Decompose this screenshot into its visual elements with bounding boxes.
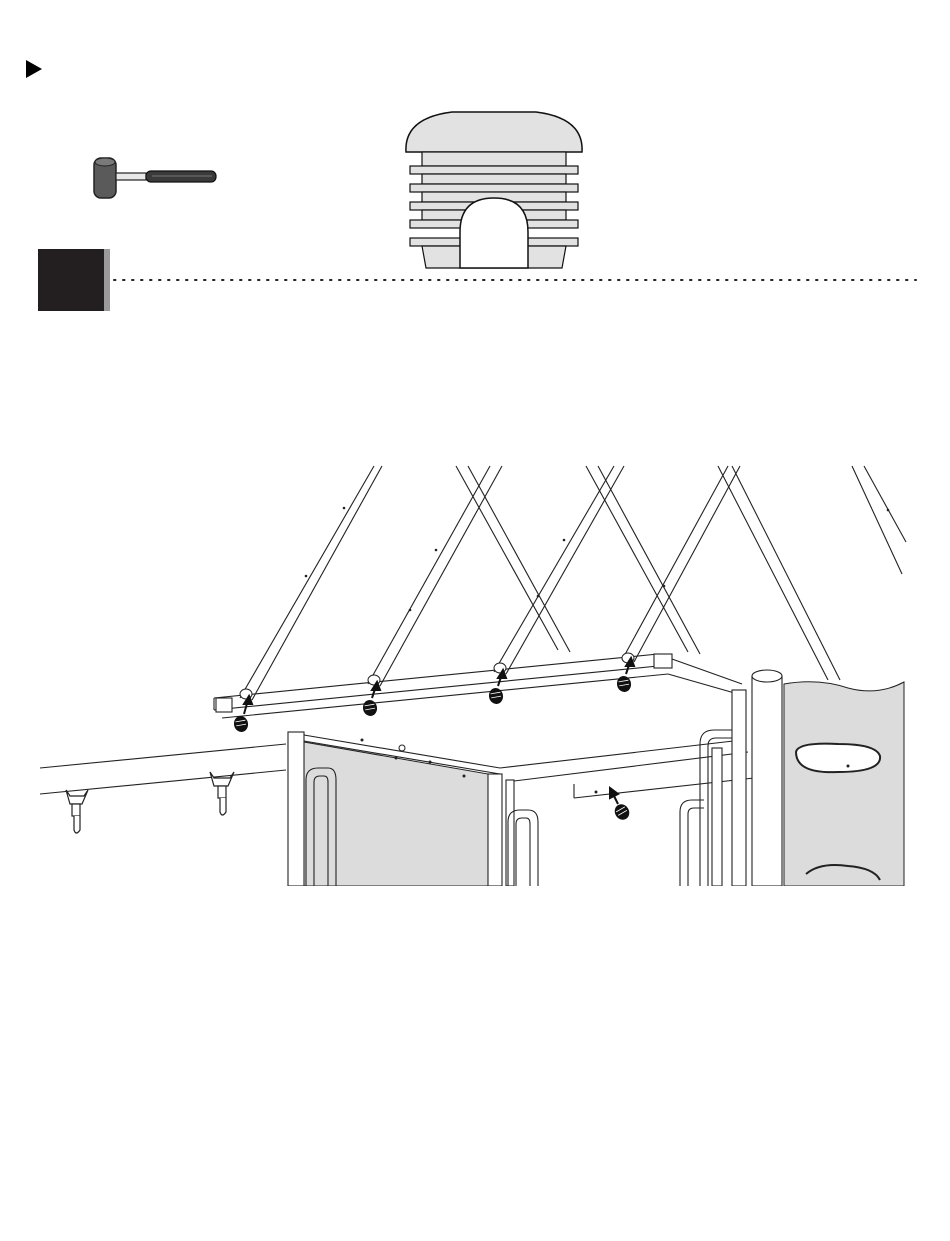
ribbed-end-cap-icon: [398, 100, 590, 276]
play-triangle-icon: [26, 60, 42, 78]
step-number-badge: [38, 249, 110, 311]
dotted-separator: [112, 272, 918, 288]
rubber-mallet-icon: [88, 152, 220, 204]
swing-frame-end-cap-installation: [38, 462, 910, 886]
